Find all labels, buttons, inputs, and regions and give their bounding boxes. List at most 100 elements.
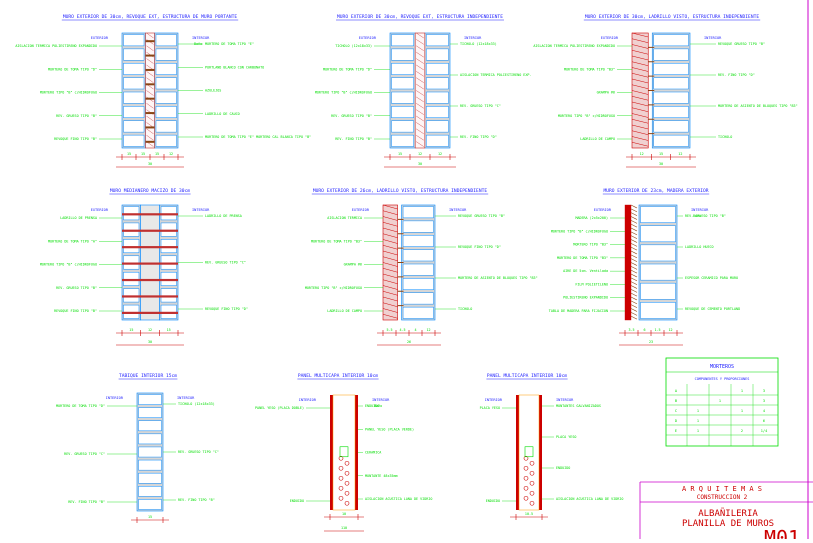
insulation-hatch xyxy=(416,122,424,128)
insulation-wool xyxy=(338,455,344,461)
mortar-course xyxy=(122,278,178,282)
insulation-hatch xyxy=(416,32,424,39)
right-callout-label: REV. GRUESO TIPO "C" xyxy=(205,261,246,265)
wood-hatch xyxy=(630,281,638,285)
wood-hatch xyxy=(630,235,638,239)
block-cell xyxy=(402,292,434,305)
dimension-value: 1.5 xyxy=(654,328,660,332)
block-cell xyxy=(640,206,676,223)
wood-hatch xyxy=(630,223,638,228)
insulation-hatch xyxy=(146,77,154,83)
brick-hatch xyxy=(631,142,649,147)
right-callout-label: ENDUIDO xyxy=(556,466,570,470)
wall-section-3: MURO EXTERIOR DE 30cm, LADRILLO VISTO, E… xyxy=(533,14,798,168)
wood-hatch xyxy=(630,204,638,209)
insulation-wool xyxy=(344,490,350,496)
mortar-joint xyxy=(145,140,155,143)
insulation-hatch xyxy=(416,103,424,109)
right-callout-label: MONTANTE 48x35mm xyxy=(365,474,398,478)
brick-hatch xyxy=(631,113,649,118)
dimension-value: 10.5 xyxy=(525,512,533,516)
insulation-hatch xyxy=(416,96,424,103)
brick-hatch xyxy=(382,314,398,319)
section-title: MURO EXTERIOR DE 26cm, LADRILLO VISTO, E… xyxy=(313,188,487,194)
left-callout-label: LADRILLO DE PRENSA xyxy=(60,216,97,220)
total-dimension-value: 110 xyxy=(341,526,347,530)
mortar-cell: 1 xyxy=(697,429,699,433)
insulation-wool xyxy=(529,480,535,486)
right-callout-label: PORTLAND BLANCO CON CARBONATO xyxy=(205,65,264,69)
mortar-cell: 1 xyxy=(697,419,699,423)
insulation-hatch xyxy=(146,45,154,51)
brick-hatch xyxy=(382,216,398,221)
wood-hatch xyxy=(630,208,638,213)
left-callout-label: REV. FINO TIPO "B" xyxy=(335,137,372,141)
block-cell xyxy=(426,106,449,118)
interior-label: INTERIOR xyxy=(556,398,574,402)
right-callout-label: REVOQUE GRUESO TIPO "B" xyxy=(458,214,505,218)
right-callout-label: REV. FINO TIPO "B" xyxy=(178,498,215,502)
dimension-value: 12 xyxy=(148,328,152,332)
wood-hatch xyxy=(630,285,638,289)
sheet-code: M01 xyxy=(764,526,800,539)
mortar-course xyxy=(122,213,178,216)
mortar-cell: D xyxy=(675,419,677,423)
right-callout-label: REVOQUE FINO TIPO "D" xyxy=(205,307,248,311)
insulation-wool xyxy=(338,475,344,481)
left-callout-label: MORTERO DE TOMA TIPO "D" xyxy=(323,67,372,71)
brick-hatch xyxy=(382,291,398,296)
right-callout-label: PLACA YESO xyxy=(556,435,576,439)
mortar-course xyxy=(122,295,178,298)
wood-hatch xyxy=(630,300,638,305)
wood-hatch xyxy=(630,250,638,255)
block-cell xyxy=(123,106,145,118)
block-cell xyxy=(426,91,449,104)
mortar-joint xyxy=(145,126,155,129)
insulation-hatch xyxy=(146,128,154,134)
block-cell xyxy=(138,433,162,445)
total-dimension-value: 30 xyxy=(418,162,422,166)
right-callout-label: AISLACION ACUSTICA LANA DE VIDRIO xyxy=(365,497,432,501)
block-cell xyxy=(391,77,414,90)
section-title: MURO EXTERIOR DE 30cm, REVOQUE EXT, ESTR… xyxy=(337,14,503,20)
right-callout-label: LADRILLO HUECO xyxy=(685,245,714,249)
dimension-value: 12 xyxy=(640,152,644,156)
mortar-cell: C xyxy=(675,409,677,413)
left-callout-label: MORTERO TIPO "B" c/HIDROFUGO xyxy=(40,263,97,267)
metal-stud xyxy=(524,446,534,458)
brick-face xyxy=(382,204,398,321)
wood-hatch xyxy=(630,262,638,266)
interior-label: INTERIOR xyxy=(192,208,210,212)
left-callout-label: REV. GRUESO TIPO "C" xyxy=(64,452,105,456)
total-dimension-value: 30 xyxy=(659,162,663,166)
insulation-core xyxy=(145,32,155,149)
block-cell xyxy=(155,120,177,133)
exterior-label: INTERIOR xyxy=(106,396,124,400)
exterior-label: EXTERIOR xyxy=(91,208,109,212)
insulation-core xyxy=(414,32,426,149)
left-callout-label: MORTERO DE TOMA TIPO "B3" xyxy=(557,256,608,260)
right-callout-label: TICHOLO (12x18x33) xyxy=(178,402,215,406)
wood-hatch xyxy=(630,239,638,243)
mortar-course xyxy=(122,262,178,265)
brick-hatch xyxy=(382,222,398,227)
brick-hatch xyxy=(631,84,649,89)
left-callout-label: MORTERO TIPO "B" c/HIDROFUGO xyxy=(305,286,362,290)
section-title: PANEL MULTICAPA INTERIOR 10cm xyxy=(487,373,567,379)
block-cell xyxy=(391,34,414,47)
mortar-course xyxy=(122,229,178,232)
insulation-wool xyxy=(529,470,535,476)
metal-stud xyxy=(339,446,349,458)
dimension-value: 15 xyxy=(398,152,402,156)
wood-hatch xyxy=(630,289,638,293)
exterior-label: EXTERIOR xyxy=(594,208,612,212)
brick-hatch xyxy=(631,119,649,124)
block-cell xyxy=(426,34,449,47)
brick-hatch xyxy=(631,136,649,141)
wood-hatch xyxy=(630,312,638,316)
right-callout-label: REV. GRUESO TIPO "C" xyxy=(460,104,501,108)
left-callout-label: LADRILLO DE CAMPO xyxy=(580,137,615,141)
section-title: MURO EXTERIOR DE 30cm, REVOQUE EXT, ESTR… xyxy=(63,14,237,20)
right-callout-label: LADRILLO DE PRENSA xyxy=(205,214,242,218)
